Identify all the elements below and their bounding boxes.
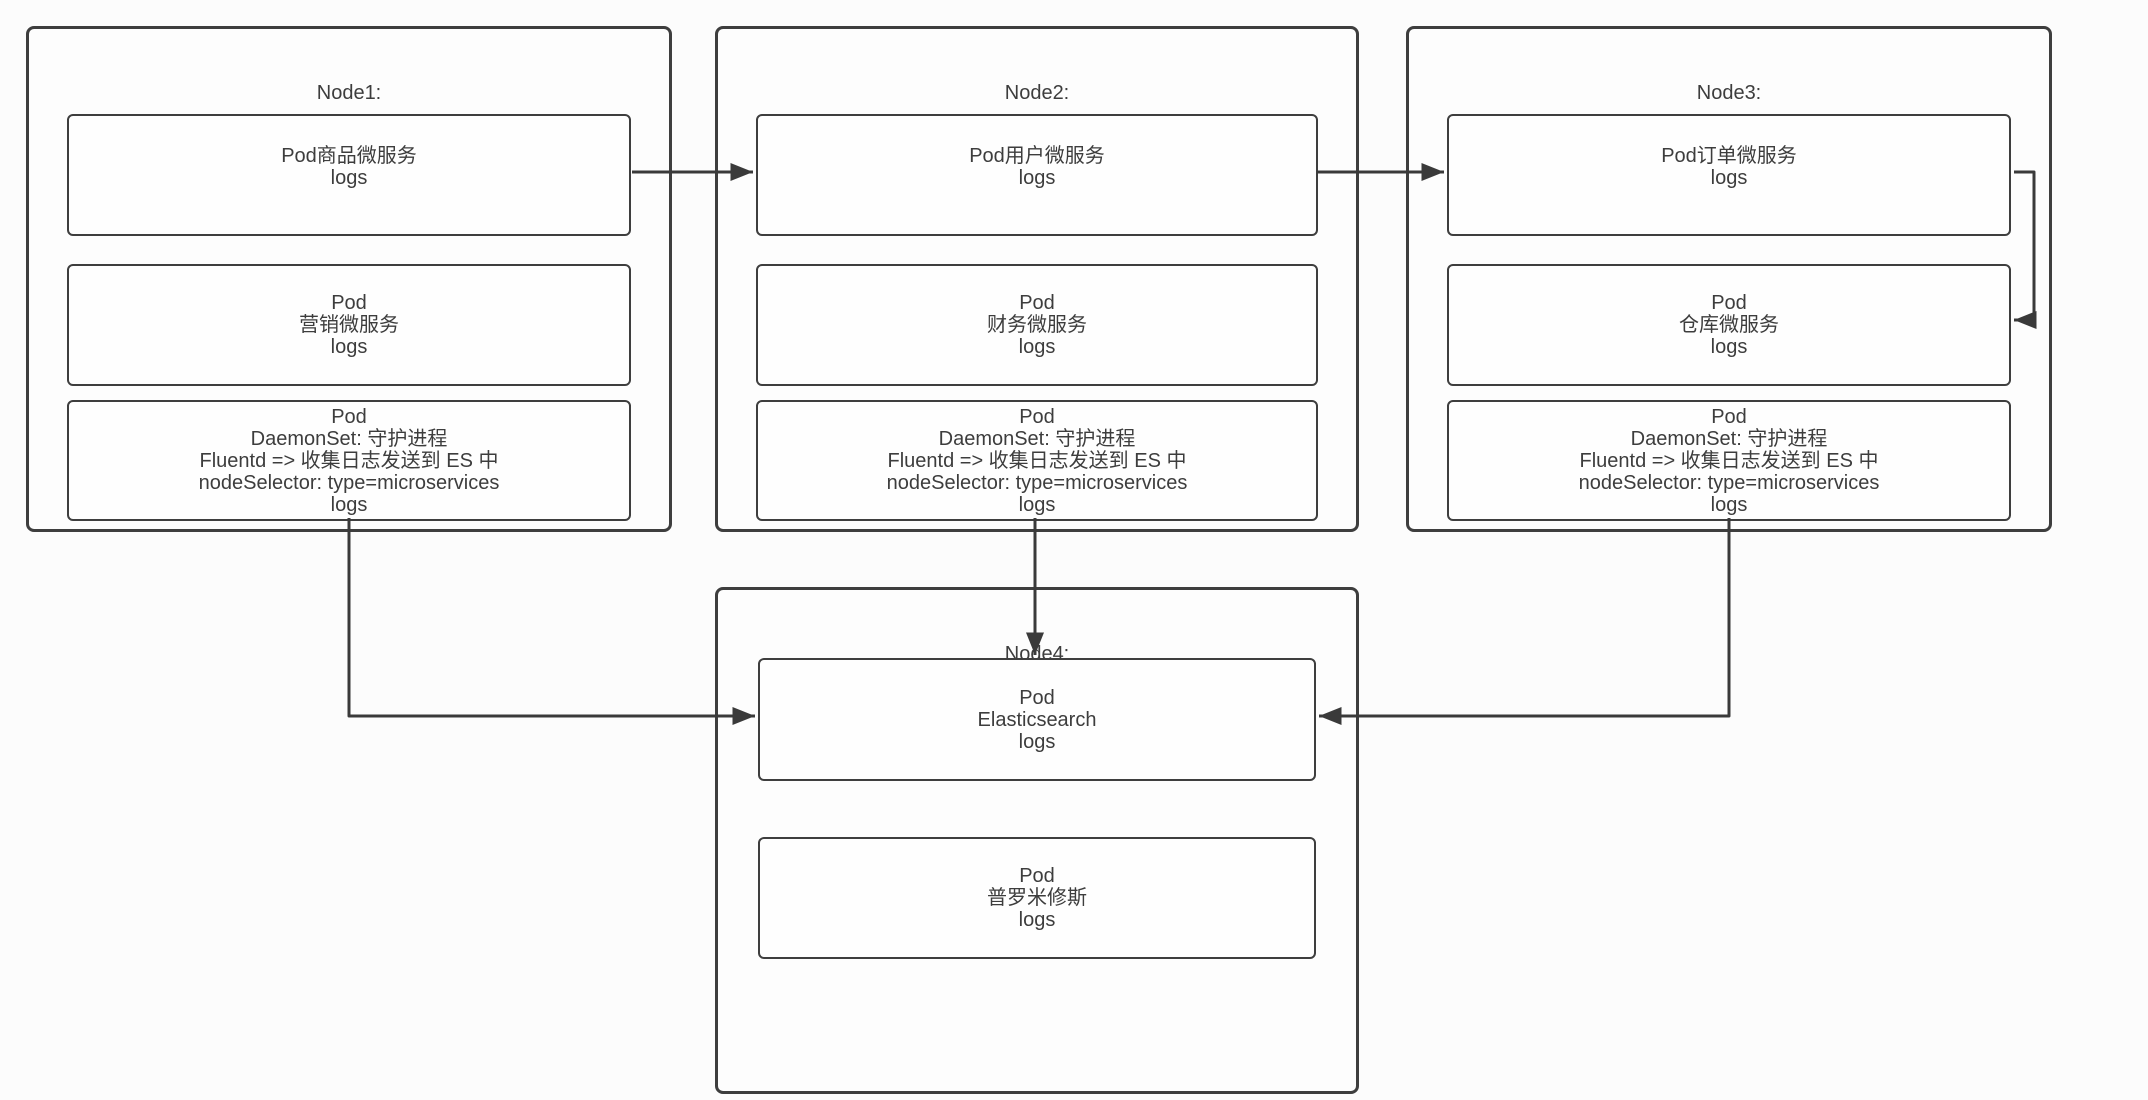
pod-line: Fluentd => 收集日志发送到 ES 中: [199, 449, 499, 472]
pod-line: nodeSelector: type=microservices: [886, 471, 1188, 494]
pod-line: DaemonSet: 守护进程: [938, 427, 1136, 450]
edge-node1-fluentd-to-elasticsearch: [347, 518, 755, 725]
pod-line: logs: [1018, 909, 1056, 931]
pod-line: 普罗米修斯: [987, 887, 1087, 909]
pod-line: logs: [1018, 167, 1056, 189]
pod-line: logs: [1710, 167, 1748, 189]
pod-line: Pod: [1019, 865, 1055, 887]
pod-line: nodeSelector: type=microservices: [1578, 471, 1880, 494]
pod-line: 营销微服务: [299, 314, 399, 336]
pod-warehouse-microservice: Pod 仓库微服务 logs: [1447, 264, 2011, 386]
pod-product-microservice: Pod商品微服务 logs: [67, 114, 631, 236]
pod-line: logs: [1018, 336, 1056, 358]
pod-fluentd-daemonset-node1: Pod DaemonSet: 守护进程 Fluentd => 收集日志发送到 E…: [67, 400, 631, 521]
pod-line: logs: [330, 493, 368, 516]
pod-line: Pod: [331, 405, 367, 428]
pod-line: Pod: [1019, 686, 1055, 709]
node1-box: Node1: type: microservices Pod商品微服务 logs…: [26, 26, 672, 532]
pod-line: DaemonSet: 守护进程: [1630, 427, 1828, 450]
pod-fluentd-daemonset-node3: Pod DaemonSet: 守护进程 Fluentd => 收集日志发送到 E…: [1447, 400, 2011, 521]
pod-line: nodeSelector: type=microservices: [198, 471, 500, 494]
pod-line: logs: [330, 167, 368, 189]
pod-line: Pod商品微服务: [281, 145, 417, 167]
pod-marketing-microservice: Pod 营销微服务 logs: [67, 264, 631, 386]
pod-user-microservice: Pod用户微服务 logs: [756, 114, 1318, 236]
pod-line: 仓库微服务: [1679, 314, 1779, 336]
pod-line: Pod: [1019, 292, 1055, 314]
pod-line: Pod订单微服务: [1661, 145, 1797, 167]
pod-order-microservice: Pod订单微服务 logs: [1447, 114, 2011, 236]
pod-line: Pod: [1711, 405, 1747, 428]
pod-line: logs: [330, 336, 368, 358]
pod-line: logs: [1710, 493, 1748, 516]
pod-prometheus: Pod 普罗米修斯 logs: [758, 837, 1316, 959]
pod-line: Fluentd => 收集日志发送到 ES 中: [1579, 449, 1879, 472]
node4-box: Node4: type: APM Pod Elasticsearch logs …: [715, 587, 1359, 1094]
pod-line: Pod: [331, 292, 367, 314]
node3-box: Node3: type: microservices Pod订单微服务 logs…: [1406, 26, 2052, 532]
pod-line: Fluentd => 收集日志发送到 ES 中: [887, 449, 1187, 472]
pod-line: 财务微服务: [987, 314, 1087, 336]
pod-elasticsearch: Pod Elasticsearch logs: [758, 658, 1316, 781]
pod-fluentd-daemonset-node2: Pod DaemonSet: 守护进程 Fluentd => 收集日志发送到 E…: [756, 400, 1318, 521]
pod-line: logs: [1018, 493, 1056, 516]
pod-line: DaemonSet: 守护进程: [250, 427, 448, 450]
pod-line: Elasticsearch: [977, 708, 1097, 731]
pod-line: logs: [1018, 730, 1056, 753]
node2-box: Node2: type: microservices Pod用户微服务 logs…: [715, 26, 1359, 532]
node3-title-line1: Node3:: [1696, 82, 1762, 104]
node2-title-line1: Node2:: [1004, 82, 1070, 104]
pod-line: Pod: [1711, 292, 1747, 314]
node1-title-line1: Node1:: [316, 82, 382, 104]
pod-line: logs: [1710, 336, 1748, 358]
pod-line: Pod用户微服务: [969, 145, 1105, 167]
pod-finance-microservice: Pod 财务微服务 logs: [756, 264, 1318, 386]
edge-node3-fluentd-to-elasticsearch: [1319, 518, 1731, 725]
pod-line: Pod: [1019, 405, 1055, 428]
